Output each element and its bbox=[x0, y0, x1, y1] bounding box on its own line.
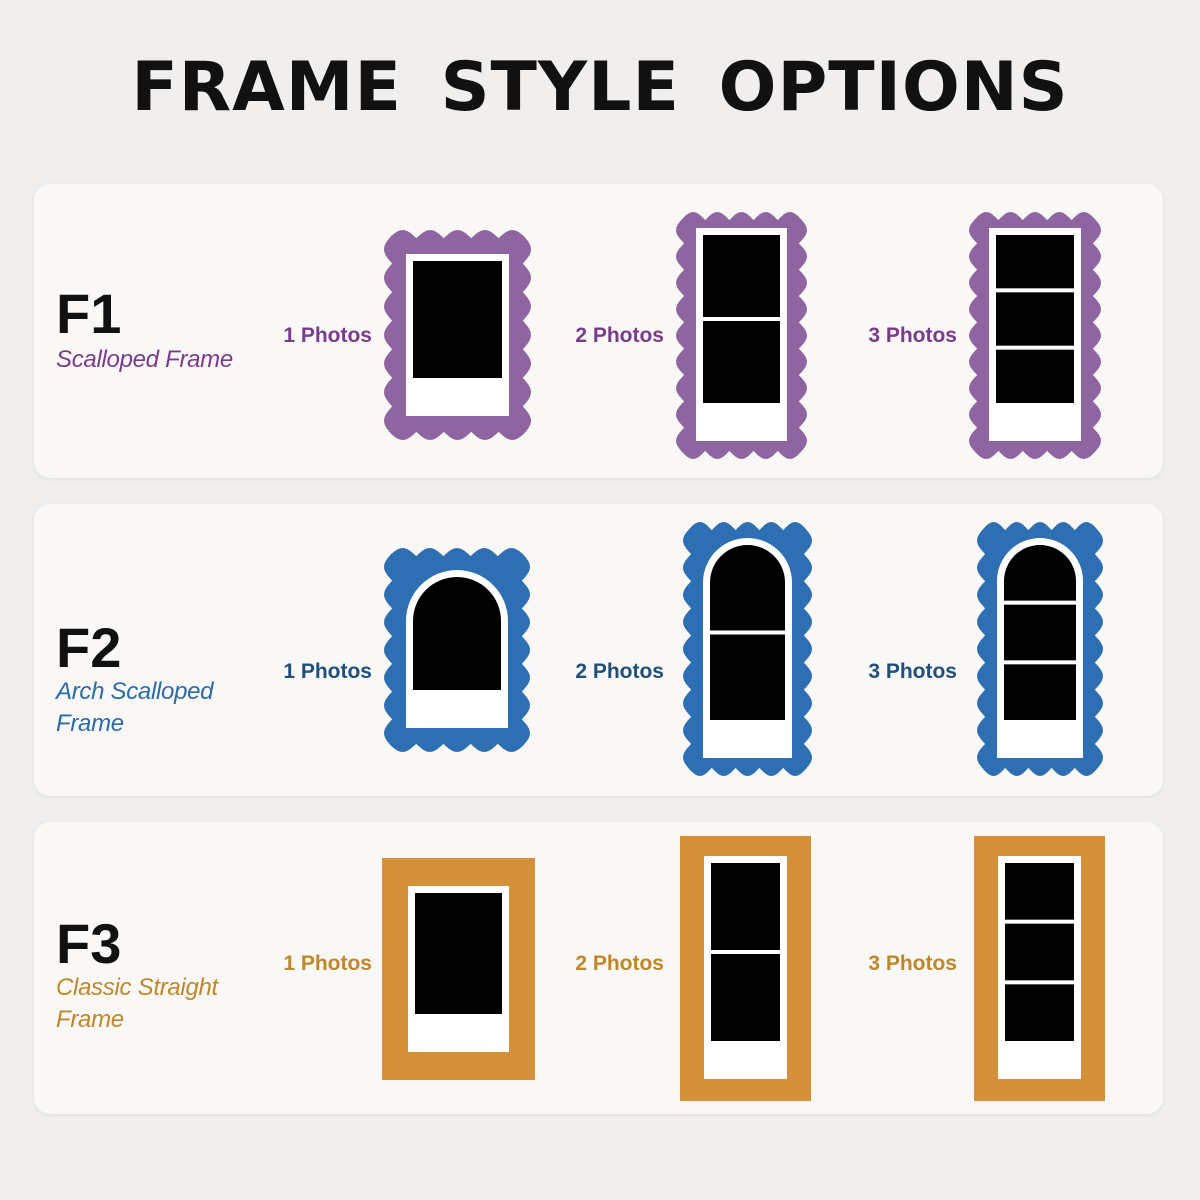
frame-style-row-f3: F3 Classic Straight Frame 1 Photos 2 Pho… bbox=[34, 822, 1163, 1114]
photo-slot bbox=[703, 235, 780, 317]
option-label-3-photos: 3 Photos bbox=[868, 660, 957, 683]
option-label-2-photos: 2 Photos bbox=[575, 952, 664, 975]
photo-slot bbox=[1005, 863, 1074, 920]
straight-frame-3-photos[interactable] bbox=[974, 836, 1105, 1101]
arch-scalloped-frame-3-photos[interactable] bbox=[973, 518, 1107, 780]
option-label-3-photos: 3 Photos bbox=[868, 952, 957, 975]
photo-slot bbox=[1004, 664, 1076, 720]
photo-slot bbox=[710, 545, 785, 631]
photo-slot bbox=[413, 577, 501, 690]
option-label-1-photo: 1 Photos bbox=[283, 660, 372, 683]
option-label-2-photos: 2 Photos bbox=[575, 660, 664, 683]
scalloped-frame-1-photo[interactable] bbox=[380, 226, 535, 444]
arch-scalloped-frame-1-photo[interactable] bbox=[380, 544, 534, 756]
photo-slot bbox=[711, 863, 780, 950]
photo-slot bbox=[710, 634, 785, 720]
photo-slot bbox=[1004, 604, 1076, 661]
photo-slot bbox=[415, 893, 502, 1014]
photo-slot bbox=[413, 261, 502, 378]
page-title: FRAME STYLE OPTIONS bbox=[131, 48, 1069, 127]
scalloped-frame-2-photos[interactable] bbox=[672, 208, 811, 463]
photo-slot bbox=[1005, 923, 1074, 981]
option-label-1-photo: 1 Photos bbox=[283, 324, 372, 347]
photo-slot bbox=[1004, 545, 1076, 601]
photo-slot bbox=[703, 321, 780, 403]
scalloped-frame-3-photos[interactable] bbox=[965, 208, 1105, 463]
option-label-3-photos: 3 Photos bbox=[868, 324, 957, 347]
style-code: F2 bbox=[56, 616, 122, 679]
frame-style-row-f1: F1 Scalloped Frame 1 Photos 2 Photos 3 P… bbox=[34, 184, 1163, 478]
frame-style-row-f2: F2 Arch Scalloped Frame 1 Photos 2 Photo… bbox=[34, 504, 1163, 796]
style-name: Classic Straight Frame bbox=[56, 974, 218, 1033]
style-code: F3 bbox=[56, 912, 122, 975]
photo-slot bbox=[711, 954, 780, 1041]
straight-frame-1-photo[interactable] bbox=[382, 858, 535, 1080]
photo-slot bbox=[996, 292, 1074, 346]
option-label-1-photo: 1 Photos bbox=[283, 952, 372, 975]
option-label-2-photos: 2 Photos bbox=[575, 324, 664, 347]
photo-slot bbox=[996, 235, 1074, 289]
style-name: Scalloped Frame bbox=[56, 346, 233, 373]
straight-frame-2-photos[interactable] bbox=[680, 836, 811, 1101]
photo-slot bbox=[1005, 984, 1074, 1041]
photo-slot bbox=[996, 349, 1074, 403]
style-code: F1 bbox=[56, 282, 122, 345]
style-name: Arch Scalloped Frame bbox=[56, 678, 214, 737]
arch-scalloped-frame-2-photos[interactable] bbox=[679, 518, 816, 780]
